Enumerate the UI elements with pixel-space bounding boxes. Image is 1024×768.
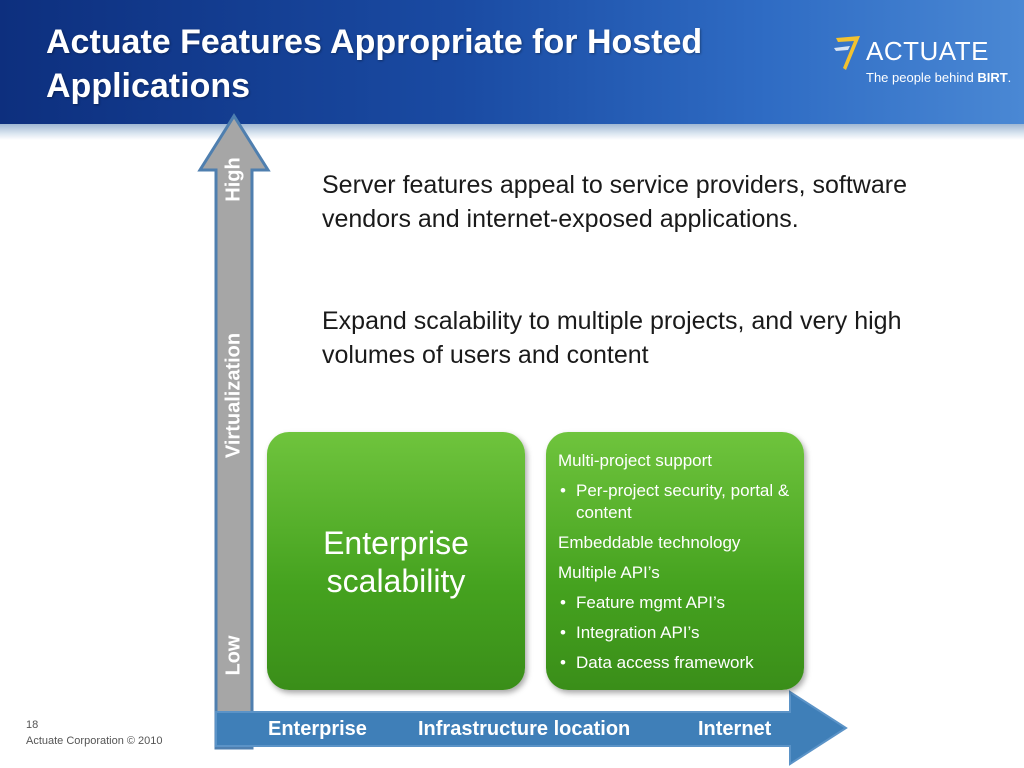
- vertical-axis-virtualization-label: Virtualization: [222, 332, 245, 459]
- horizontal-axis-infrastructure-label: Infrastructure location: [418, 718, 631, 740]
- feature-item: Feature mgmt API’s: [558, 592, 798, 614]
- feature-list: Multi-project support Per-project securi…: [558, 450, 798, 682]
- slide-title: Actuate Features Appropriate for Hosted …: [46, 23, 703, 105]
- body-paragraph-2: Expand scalability to multiple projects,…: [322, 307, 902, 369]
- actuate-logo-mark-icon: [834, 36, 860, 70]
- horizontal-axis-arrow: [215, 690, 848, 766]
- feature-item: Embeddable technology: [558, 533, 741, 552]
- actuate-logo: ACTUATE The people behind BIRT.: [832, 32, 1012, 92]
- footer-copyright: Actuate Corporation © 2010: [26, 735, 163, 747]
- logo-tagline: The people behind BIRT.: [866, 70, 1012, 85]
- body-paragraph-1: Server features appeal to service provid…: [322, 171, 907, 233]
- vertical-axis-low-label: Low: [222, 635, 245, 676]
- enterprise-scalability-box: Enterprise scalability: [267, 432, 525, 690]
- feature-item: Data access framework: [558, 652, 798, 674]
- feature-item: Integration API’s: [558, 622, 798, 644]
- header-band: [0, 124, 1024, 140]
- vertical-axis-arrow: [197, 113, 271, 750]
- horizontal-axis-enterprise-label: Enterprise: [268, 718, 367, 740]
- enterprise-scalability-title: Enterprise scalability: [323, 525, 469, 599]
- logo-wordmark: ACTUATE: [866, 36, 989, 66]
- slide-number: 18: [26, 719, 39, 731]
- vertical-axis-high-label: High: [222, 157, 245, 202]
- feature-item: Multiple API’s: [558, 563, 660, 582]
- feature-item: Multi-project support: [558, 451, 713, 470]
- slide-header: [0, 0, 1024, 126]
- features-box: Multi-project support Per-project securi…: [546, 432, 804, 690]
- horizontal-axis-internet-label: Internet: [698, 718, 772, 740]
- feature-item: Per-project security, portal & content: [558, 480, 798, 524]
